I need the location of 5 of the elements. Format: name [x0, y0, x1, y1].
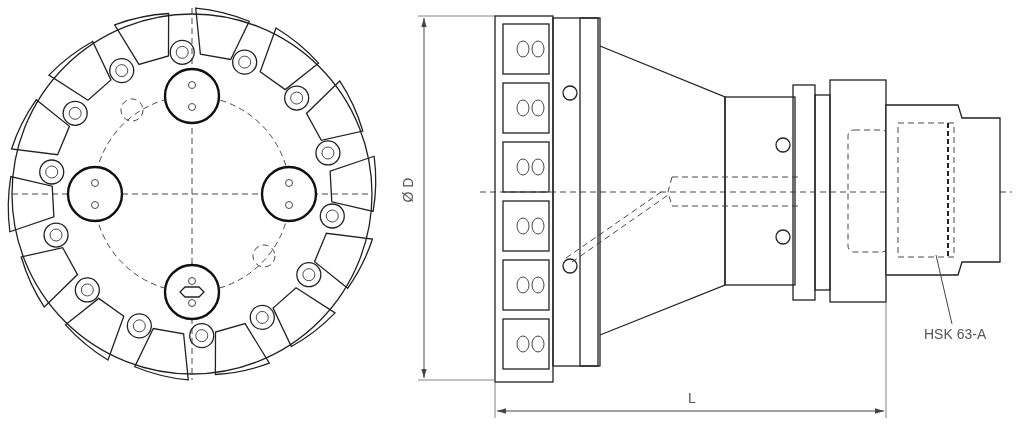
hsk-shank-drawing — [885, 104, 1001, 276]
leader-line — [935, 254, 953, 325]
callout-label: HSK 63-A — [924, 326, 987, 342]
dimension-label: Ø D — [400, 177, 417, 203]
dimension-label: L — [688, 390, 696, 406]
